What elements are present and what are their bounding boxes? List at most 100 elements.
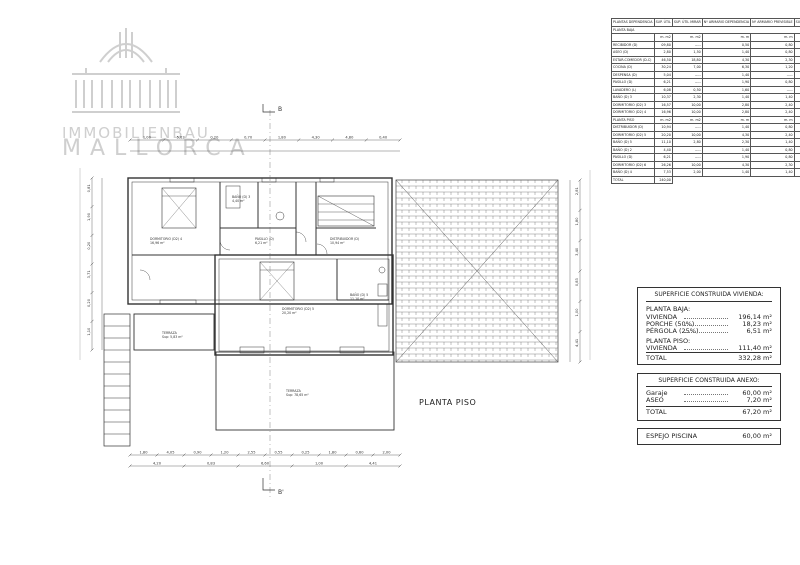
table-cell: 10,94 — [653, 123, 673, 132]
table-cell: 11,10 — [653, 138, 673, 147]
table-cell: m. m2 — [653, 33, 673, 42]
dimension-label: 3,40 — [575, 247, 579, 256]
room-area: 10,94 m² — [330, 241, 345, 245]
table-row: DORMITORIO (D2) 416,9610,002,802,403,344… — [611, 108, 800, 117]
table-cell: 1,80 — [793, 123, 800, 132]
dimension-label: 1,90 — [87, 212, 91, 221]
table-cell: 2,80 — [701, 100, 752, 109]
table-cell: DORMITORIO (D2) 4 — [611, 108, 655, 117]
table-cell — [611, 33, 655, 42]
table-cell: 2,40 — [750, 108, 795, 117]
table-cell: DORMITORIO (D2) 3 — [611, 100, 655, 109]
summary-label: ASEO — [646, 396, 664, 404]
table-row: ESTAR-COMEDOR (D-C)46,5018,804,302,307,3… — [611, 55, 800, 64]
table-row: ASEO (D)2,801,501,400,800,728,40 — [611, 48, 800, 57]
table-cell: 240,00 — [653, 175, 673, 184]
summary-total-value: 67,20 m² — [742, 408, 772, 416]
table-cell: 10,00 — [671, 100, 703, 109]
table-cell: BAÑO (D) 4 — [611, 168, 655, 177]
table-cell: 4,54 — [793, 63, 800, 72]
table-cell: 10,00 — [671, 160, 703, 169]
summary-vivienda-box: SUPERFICIE CONSTRUIDA VIVIENDA: PLANTA B… — [637, 287, 781, 365]
dimension-label: 0,70 — [244, 136, 253, 140]
table-cell: ----- — [793, 78, 800, 87]
dimension-label: 2,81 — [575, 187, 579, 195]
dimension-label: 0,81 — [87, 184, 91, 192]
table-cell: m. m2 — [671, 115, 703, 124]
table-cell: ESTAR-COMEDOR (D-C) — [611, 55, 655, 64]
table-cell: ----- — [671, 123, 703, 132]
summary-total-label: TOTAL — [646, 354, 667, 362]
summary-anexo-title: SUPERFICIE CONSTRUIDA ANEXO: — [658, 377, 760, 384]
table-cell: 4,30 — [701, 55, 752, 64]
table-cell: ----- — [750, 70, 795, 79]
table-cell: m. m — [701, 33, 752, 42]
table-cell: 2,40 — [750, 130, 795, 139]
dimension-label: 0,20 — [87, 298, 91, 307]
room-area: 6,21 m² — [255, 241, 268, 245]
table-cell: 2,30 — [701, 138, 752, 147]
room-area: Sup: 78,65 m² — [286, 393, 309, 397]
room-label: DISTRIBUIDOR (D) — [330, 237, 359, 241]
table-cell: 46,50 — [653, 55, 673, 64]
table-cell: 1,40 — [750, 93, 795, 102]
table-cell: ----- — [671, 145, 703, 154]
table-cell: 2,30 — [750, 55, 795, 64]
table-cell: ----- — [793, 153, 800, 162]
room-area: 4,40 m² — [232, 199, 245, 203]
table-cell: 2,40 — [750, 100, 795, 109]
table-cell: 1,50 — [671, 48, 703, 57]
table-cell: 16,96 — [653, 108, 673, 117]
dimension-label: 0,83 — [207, 462, 215, 466]
table-cell: 1,90 — [701, 153, 752, 162]
table-cell: 6,21 — [653, 78, 673, 87]
table-cell: 3,34 — [793, 100, 800, 109]
table-cell: Nº ARMARIO PREVISIBLE — [750, 18, 795, 27]
summary-value: 18,23 m² — [742, 320, 772, 328]
room-area: 20,20 m² — [282, 311, 297, 315]
table-cell: DORMITORIO (D2) 5 — [611, 130, 655, 139]
table-cell: 1,20 — [750, 63, 795, 72]
table-row: DORMITORIO (D2) 626,2610,004,302,303,368… — [611, 160, 800, 169]
table-cell: 6,08 — [653, 85, 673, 94]
dimension-label: 3,71 — [87, 270, 91, 278]
table-cell: BAÑO (D) 3 — [611, 93, 655, 102]
dimension-label: 0,20 — [87, 241, 91, 250]
section-mark-top: B — [278, 106, 282, 113]
summary-value: 196,14 m² — [738, 313, 772, 321]
room-label: TERRAZA — [285, 389, 302, 393]
section-mark-bottom: B' — [278, 489, 284, 496]
table-cell: m. m2 — [653, 115, 673, 124]
table-cell: 0,50 — [701, 40, 752, 49]
table-cell: m. m2 — [793, 33, 800, 42]
summary-label: VIVIENDA — [646, 344, 678, 352]
room-label: DORMITORIO (D2) 4 — [150, 237, 182, 241]
table-cell: 1,64 — [793, 93, 800, 102]
table-cell: PLANTA PISO — [611, 115, 655, 124]
dimension-label: 1,80 — [575, 217, 579, 226]
table-cell: PASILLO (D) — [611, 153, 655, 162]
dimension-label: 2,00 — [383, 451, 392, 455]
table-cell: 10,37 — [653, 93, 673, 102]
table-cell: ASEO (D) — [611, 48, 655, 57]
table-cell: 7,30 — [793, 55, 800, 64]
summary-total-value: 332,28 m² — [738, 354, 772, 362]
table-cell: 7,53 — [653, 168, 673, 177]
logo-building-icon — [72, 28, 180, 113]
table-cell: SUP. ÚTIL MIRAR — [671, 18, 703, 27]
table-cell: 3,34 — [793, 108, 800, 117]
table-cell: 0,80 — [750, 40, 795, 49]
table-cell: 6,30 — [701, 63, 752, 72]
table-cell: 0,80 — [750, 153, 795, 162]
table-cell: SUP. ÚTIL — [653, 18, 673, 27]
room-area: 16,96 m² — [150, 241, 165, 245]
table-cell: DISTRIBUIDOR (D) — [611, 123, 655, 132]
summary-value: 7,20 m² — [746, 396, 772, 404]
table-cell: ----- — [671, 153, 703, 162]
table-cell: 2,30 — [671, 93, 703, 102]
table-cell: 1,60 — [701, 85, 752, 94]
table-cell: BAÑO (D) 2 — [611, 145, 655, 154]
dimension-label: 2,55 — [248, 451, 256, 455]
table-cell: 0,80 — [750, 123, 795, 132]
dimension-label: 4,41 — [369, 462, 377, 466]
